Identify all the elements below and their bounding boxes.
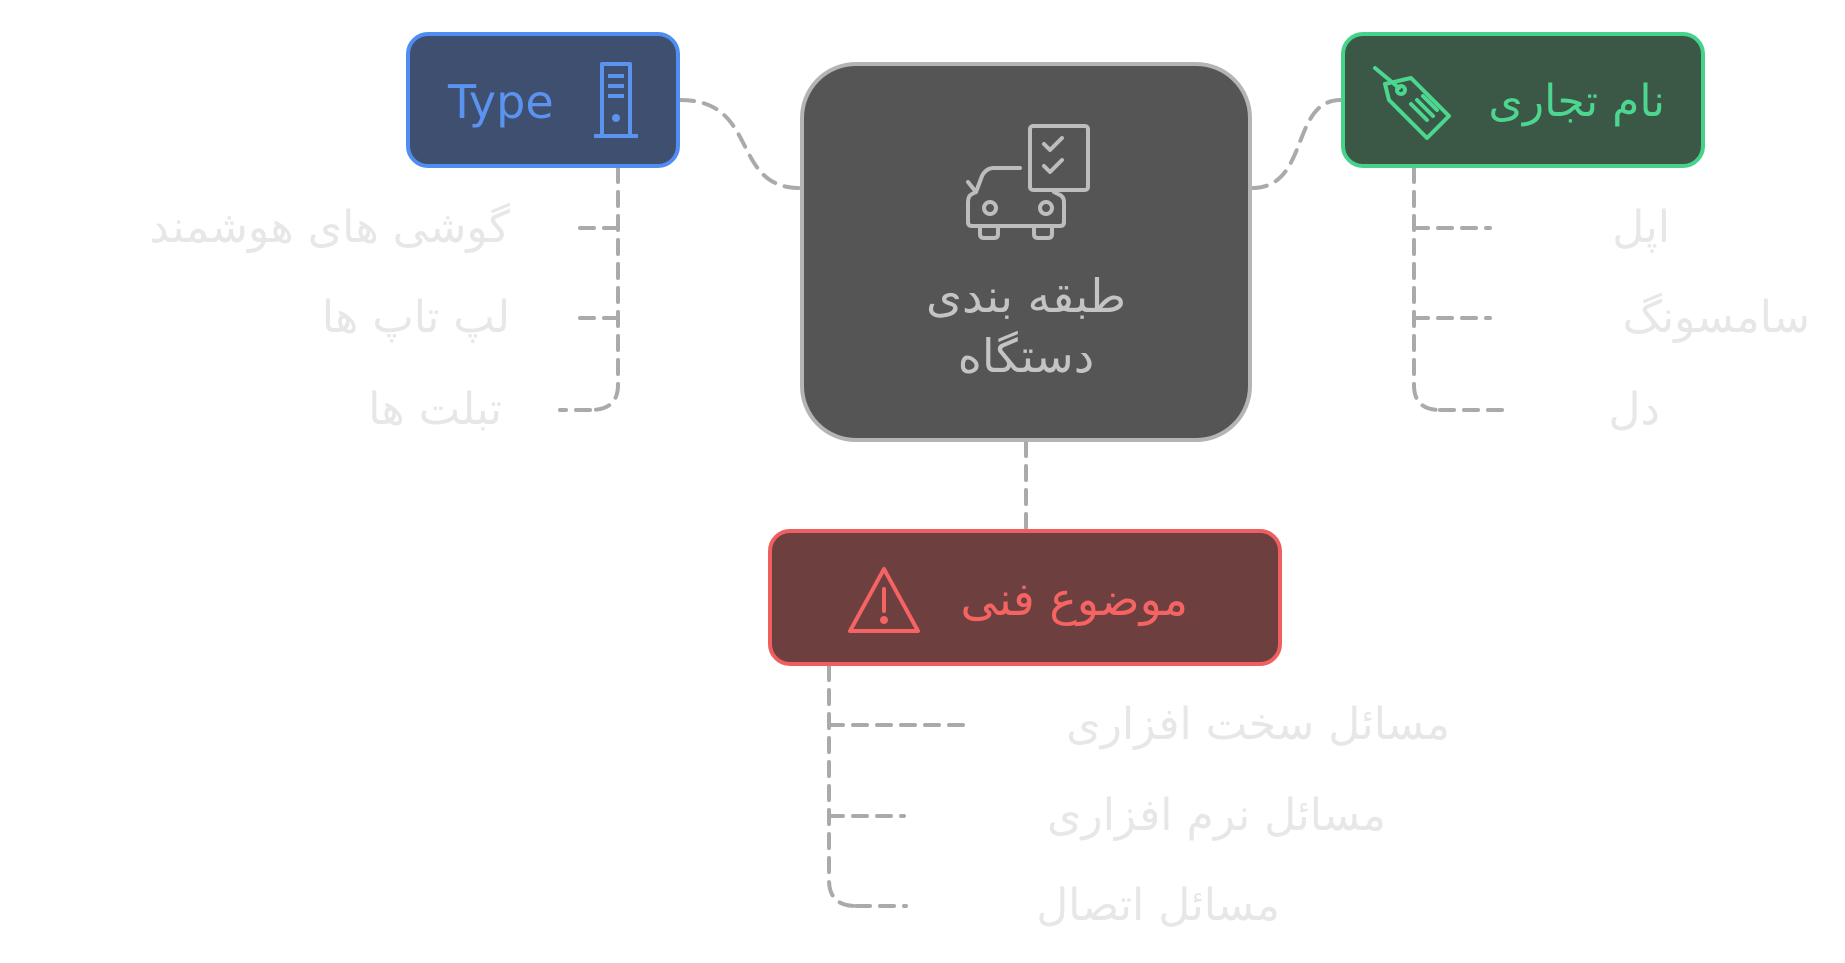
connector-central-brand — [1250, 98, 1343, 190]
leaf-type-2[interactable]: لپ تاپ ها — [321, 292, 510, 343]
leaf-type-3[interactable]: تبلت ها — [368, 384, 502, 435]
price-tag-icon — [1373, 66, 1451, 140]
leaf-brand-3[interactable]: دل — [1608, 384, 1660, 435]
leaf-type-1[interactable]: گوشی های هوشمند — [149, 202, 510, 253]
leaf-technical-1[interactable]: مسائل سخت افزاری — [1066, 699, 1450, 750]
leaf-technical-2[interactable]: مسائل نرم افزاری — [1047, 790, 1386, 841]
category-node-type[interactable]: Type — [406, 32, 680, 168]
leaf-technical-3[interactable]: مسائل اتصال — [1036, 880, 1280, 931]
central-title: طبقه بندی دستگاه — [926, 269, 1126, 383]
car-checklist-icon — [966, 124, 1090, 240]
connector-central-type — [678, 98, 802, 190]
warning-triangle-icon — [848, 567, 920, 633]
central-node[interactable]: طبقه بندی دستگاه — [800, 62, 1252, 442]
category-label-brand: نام تجاری — [1488, 76, 1665, 127]
category-label-type: Type — [448, 75, 554, 129]
leaf-brand-1[interactable]: اپل — [1612, 202, 1670, 253]
connector-technical-trunk — [827, 664, 858, 908]
server-tower-icon — [594, 62, 638, 138]
leaf-brand-2[interactable]: سامسونگ — [1622, 292, 1810, 343]
category-label-technical: موضوع فنی — [960, 572, 1188, 626]
category-node-technical[interactable]: موضوع فنی — [768, 529, 1282, 666]
connector-brand-trunk — [1412, 166, 1442, 412]
connector-type-trunk — [588, 166, 620, 412]
category-node-brand[interactable]: نام تجاری — [1341, 32, 1705, 168]
